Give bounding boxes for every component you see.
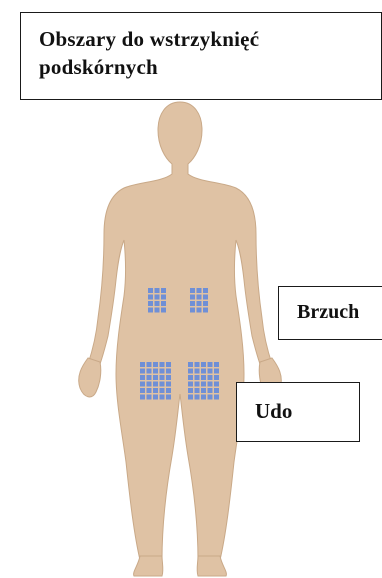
injection-cell <box>190 308 195 313</box>
injection-cell <box>166 395 171 400</box>
injection-cell <box>190 301 195 306</box>
injection-cell <box>190 288 195 293</box>
injection-cell <box>153 382 158 387</box>
injection-cell <box>160 369 165 374</box>
injection-cell <box>201 388 206 393</box>
injection-cell <box>160 395 165 400</box>
injection-cell <box>161 308 166 313</box>
body-silhouette <box>85 102 275 572</box>
injection-cell <box>208 382 213 387</box>
title-line-1: Obszary do wstrzyknięć <box>39 25 381 53</box>
injection-cell <box>214 382 219 387</box>
injection-cell <box>201 362 206 367</box>
injection-cell <box>147 395 152 400</box>
title-line-2: podskórnych <box>39 53 381 81</box>
injection-cell <box>195 382 200 387</box>
injection-cell <box>166 369 171 374</box>
injection-cell <box>147 369 152 374</box>
injection-cell <box>188 382 193 387</box>
thigh-label-text: Udo <box>255 399 292 423</box>
injection-cell <box>155 308 160 313</box>
injection-cell <box>148 295 153 300</box>
injection-cell <box>161 288 166 293</box>
left-foot <box>134 556 163 576</box>
injection-cell <box>140 369 145 374</box>
injection-cell <box>160 362 165 367</box>
injection-cell <box>208 375 213 380</box>
injection-cell <box>160 388 165 393</box>
injection-cell <box>147 382 152 387</box>
injection-cell <box>166 382 171 387</box>
injection-cell <box>188 362 193 367</box>
injection-cell <box>208 362 213 367</box>
injection-cell <box>153 388 158 393</box>
injection-cell <box>208 388 213 393</box>
injection-cell <box>147 388 152 393</box>
injection-cell <box>208 395 213 400</box>
injection-cell <box>214 369 219 374</box>
injection-cell <box>140 362 145 367</box>
injection-cell <box>203 308 208 313</box>
injection-cell <box>140 395 145 400</box>
injection-cell <box>153 369 158 374</box>
abdomen-label-text: Brzuch <box>297 301 359 323</box>
injection-cell <box>214 362 219 367</box>
injection-cell <box>203 288 208 293</box>
injection-cell <box>188 395 193 400</box>
injection-cell <box>153 362 158 367</box>
injection-cell <box>161 301 166 306</box>
injection-cell <box>147 375 152 380</box>
abdomen-label: Brzuch <box>278 286 382 340</box>
injection-cell <box>166 375 171 380</box>
injection-cell <box>140 382 145 387</box>
injection-cell <box>197 288 202 293</box>
injection-cell <box>188 388 193 393</box>
injection-cell <box>188 375 193 380</box>
injection-cell <box>161 295 166 300</box>
injection-cell <box>195 375 200 380</box>
right-foot <box>197 556 226 576</box>
injection-cell <box>208 369 213 374</box>
title-box: Obszary do wstrzyknięć podskórnych <box>20 12 382 100</box>
thigh-label: Udo <box>236 382 360 442</box>
injection-cell <box>203 295 208 300</box>
left-hand <box>79 358 101 397</box>
injection-cell <box>166 362 171 367</box>
injection-cell <box>201 375 206 380</box>
injection-cell <box>166 388 171 393</box>
injection-cell <box>148 308 153 313</box>
injection-cell <box>214 388 219 393</box>
injection-cell <box>140 388 145 393</box>
injection-cell <box>155 295 160 300</box>
injection-cell <box>214 395 219 400</box>
injection-cell <box>153 395 158 400</box>
injection-cell <box>195 388 200 393</box>
injection-cell <box>160 382 165 387</box>
injection-cell <box>148 301 153 306</box>
injection-cell <box>214 375 219 380</box>
injection-cell <box>160 375 165 380</box>
injection-cell <box>203 301 208 306</box>
injection-cell <box>190 295 195 300</box>
injection-cell <box>201 395 206 400</box>
injection-cell <box>201 382 206 387</box>
injection-cell <box>155 301 160 306</box>
injection-cell <box>148 288 153 293</box>
injection-cell <box>155 288 160 293</box>
injection-cell <box>140 375 145 380</box>
injection-cell <box>153 375 158 380</box>
injection-cell <box>195 369 200 374</box>
injection-cell <box>195 362 200 367</box>
injection-cell <box>201 369 206 374</box>
injection-cell <box>197 308 202 313</box>
injection-cell <box>197 301 202 306</box>
injection-cell <box>188 369 193 374</box>
injection-cell <box>195 395 200 400</box>
injection-cell <box>197 295 202 300</box>
injection-cell <box>147 362 152 367</box>
